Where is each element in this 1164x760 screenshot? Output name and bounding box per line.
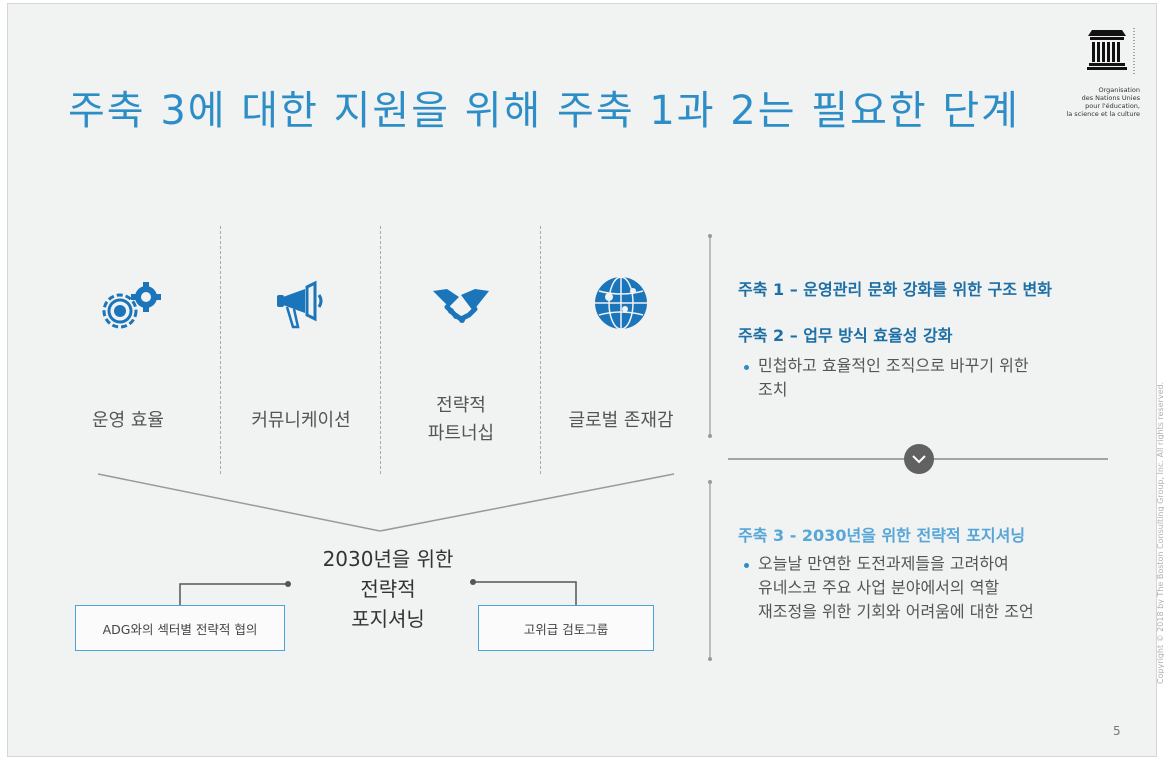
page-title: 주축 3에 대한 지원을 위해 주축 1과 2는 필요한 단계 — [68, 88, 1020, 134]
bullet-icon — [744, 563, 749, 568]
page-number: 5 — [1113, 724, 1121, 738]
unesco-caption: Organisation des Nations Unies pour l'éd… — [1066, 86, 1140, 118]
unesco-logo: Organisation des Nations Unies pour l'éd… — [1066, 26, 1140, 156]
center-positioning-label: 2030년을 위한 전략적 포지셔닝 — [322, 547, 454, 631]
pillar-global-presence: 글로벌 존재감 — [541, 267, 701, 457]
globe-icon — [595, 276, 647, 330]
pillar-divider — [380, 226, 381, 474]
slide: 주축 3에 대한 지원을 위해 주축 1과 2는 필요한 단계 Organisa… — [7, 3, 1164, 757]
pillar-operational-efficiency: 운영 효율 — [48, 267, 208, 457]
axis-3-bullet: 오늘날 만연한 도전과제들을 고려하여 유네스코 주요 사업 분야에서의 역할 … — [758, 554, 1034, 621]
adg-consultation-box: ADG와의 섹터별 전략적 협의 — [75, 605, 285, 651]
megaphone-icon — [277, 280, 323, 329]
pillar-label: 커뮤니케이션 — [251, 410, 351, 431]
bullet-icon — [744, 365, 749, 370]
pillar-divider — [220, 226, 221, 474]
axis-2-heading: 주축 2 – 업무 방식 효율성 강화 — [738, 326, 953, 345]
axis-3-heading: 주축 3 - 2030년을 위한 전략적 포지셔닝 — [738, 526, 1026, 545]
pillar-label: 전략적 파트너십 — [427, 395, 495, 444]
axis-1-heading: 주축 1 – 운영관리 문화 강화를 위한 구조 변화 — [738, 280, 1052, 299]
high-level-review-box: 고위급 검토그룹 — [478, 605, 654, 651]
axis-2-bullet: 민첩하고 효율적인 조직으로 바꾸기 위한 조치 — [758, 356, 1029, 399]
pillar-communication: 커뮤니케이션 — [221, 267, 381, 457]
pillar-label: 운영 효율 — [92, 410, 164, 431]
funnel-connectors — [97, 234, 1108, 661]
unesco-temple-icon — [1087, 28, 1135, 76]
handshake-icon — [433, 289, 489, 323]
gears-icon — [102, 282, 161, 329]
pillar-label: 글로벌 존재감 — [568, 410, 674, 431]
copyright-notice: Copyright © 2018 by The Boston Consultin… — [1156, 381, 1164, 684]
chevron-down-icon — [904, 444, 934, 474]
pillar-strategic-partnership: 전략적 파트너십 — [381, 267, 541, 457]
pillar-divider — [540, 226, 541, 474]
